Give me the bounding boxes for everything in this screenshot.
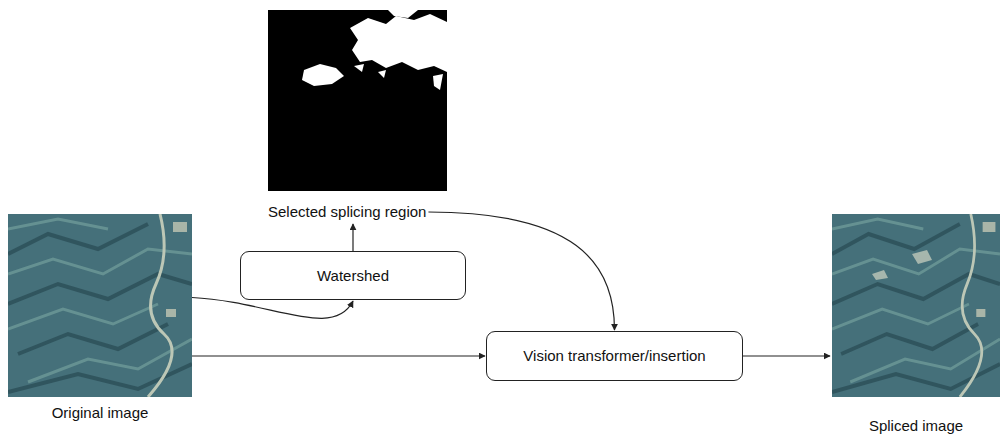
satellite-image <box>8 214 192 397</box>
box-label: Watershed <box>317 267 389 285</box>
arrow-connector <box>192 355 485 356</box>
process-box: Watershed <box>240 251 466 300</box>
spliced-satellite-image <box>832 214 1000 397</box>
arrow-connector <box>352 224 353 251</box>
image-caption: Original image <box>52 404 149 422</box>
process-box: Vision transformer/insertion <box>486 331 743 381</box>
original-image-node: Original image <box>8 214 192 397</box>
mask-image <box>268 10 447 191</box>
spliced-image-node: Spliced image <box>832 214 1000 397</box>
arrow-connector <box>743 355 830 356</box>
box-label: Vision transformer/insertion <box>523 347 705 365</box>
image-caption: Spliced image <box>869 417 963 435</box>
arrow-connector <box>192 298 353 319</box>
mask-image-node: Selected splicing region <box>268 10 447 191</box>
image-caption: Selected splicing region <box>268 203 426 221</box>
